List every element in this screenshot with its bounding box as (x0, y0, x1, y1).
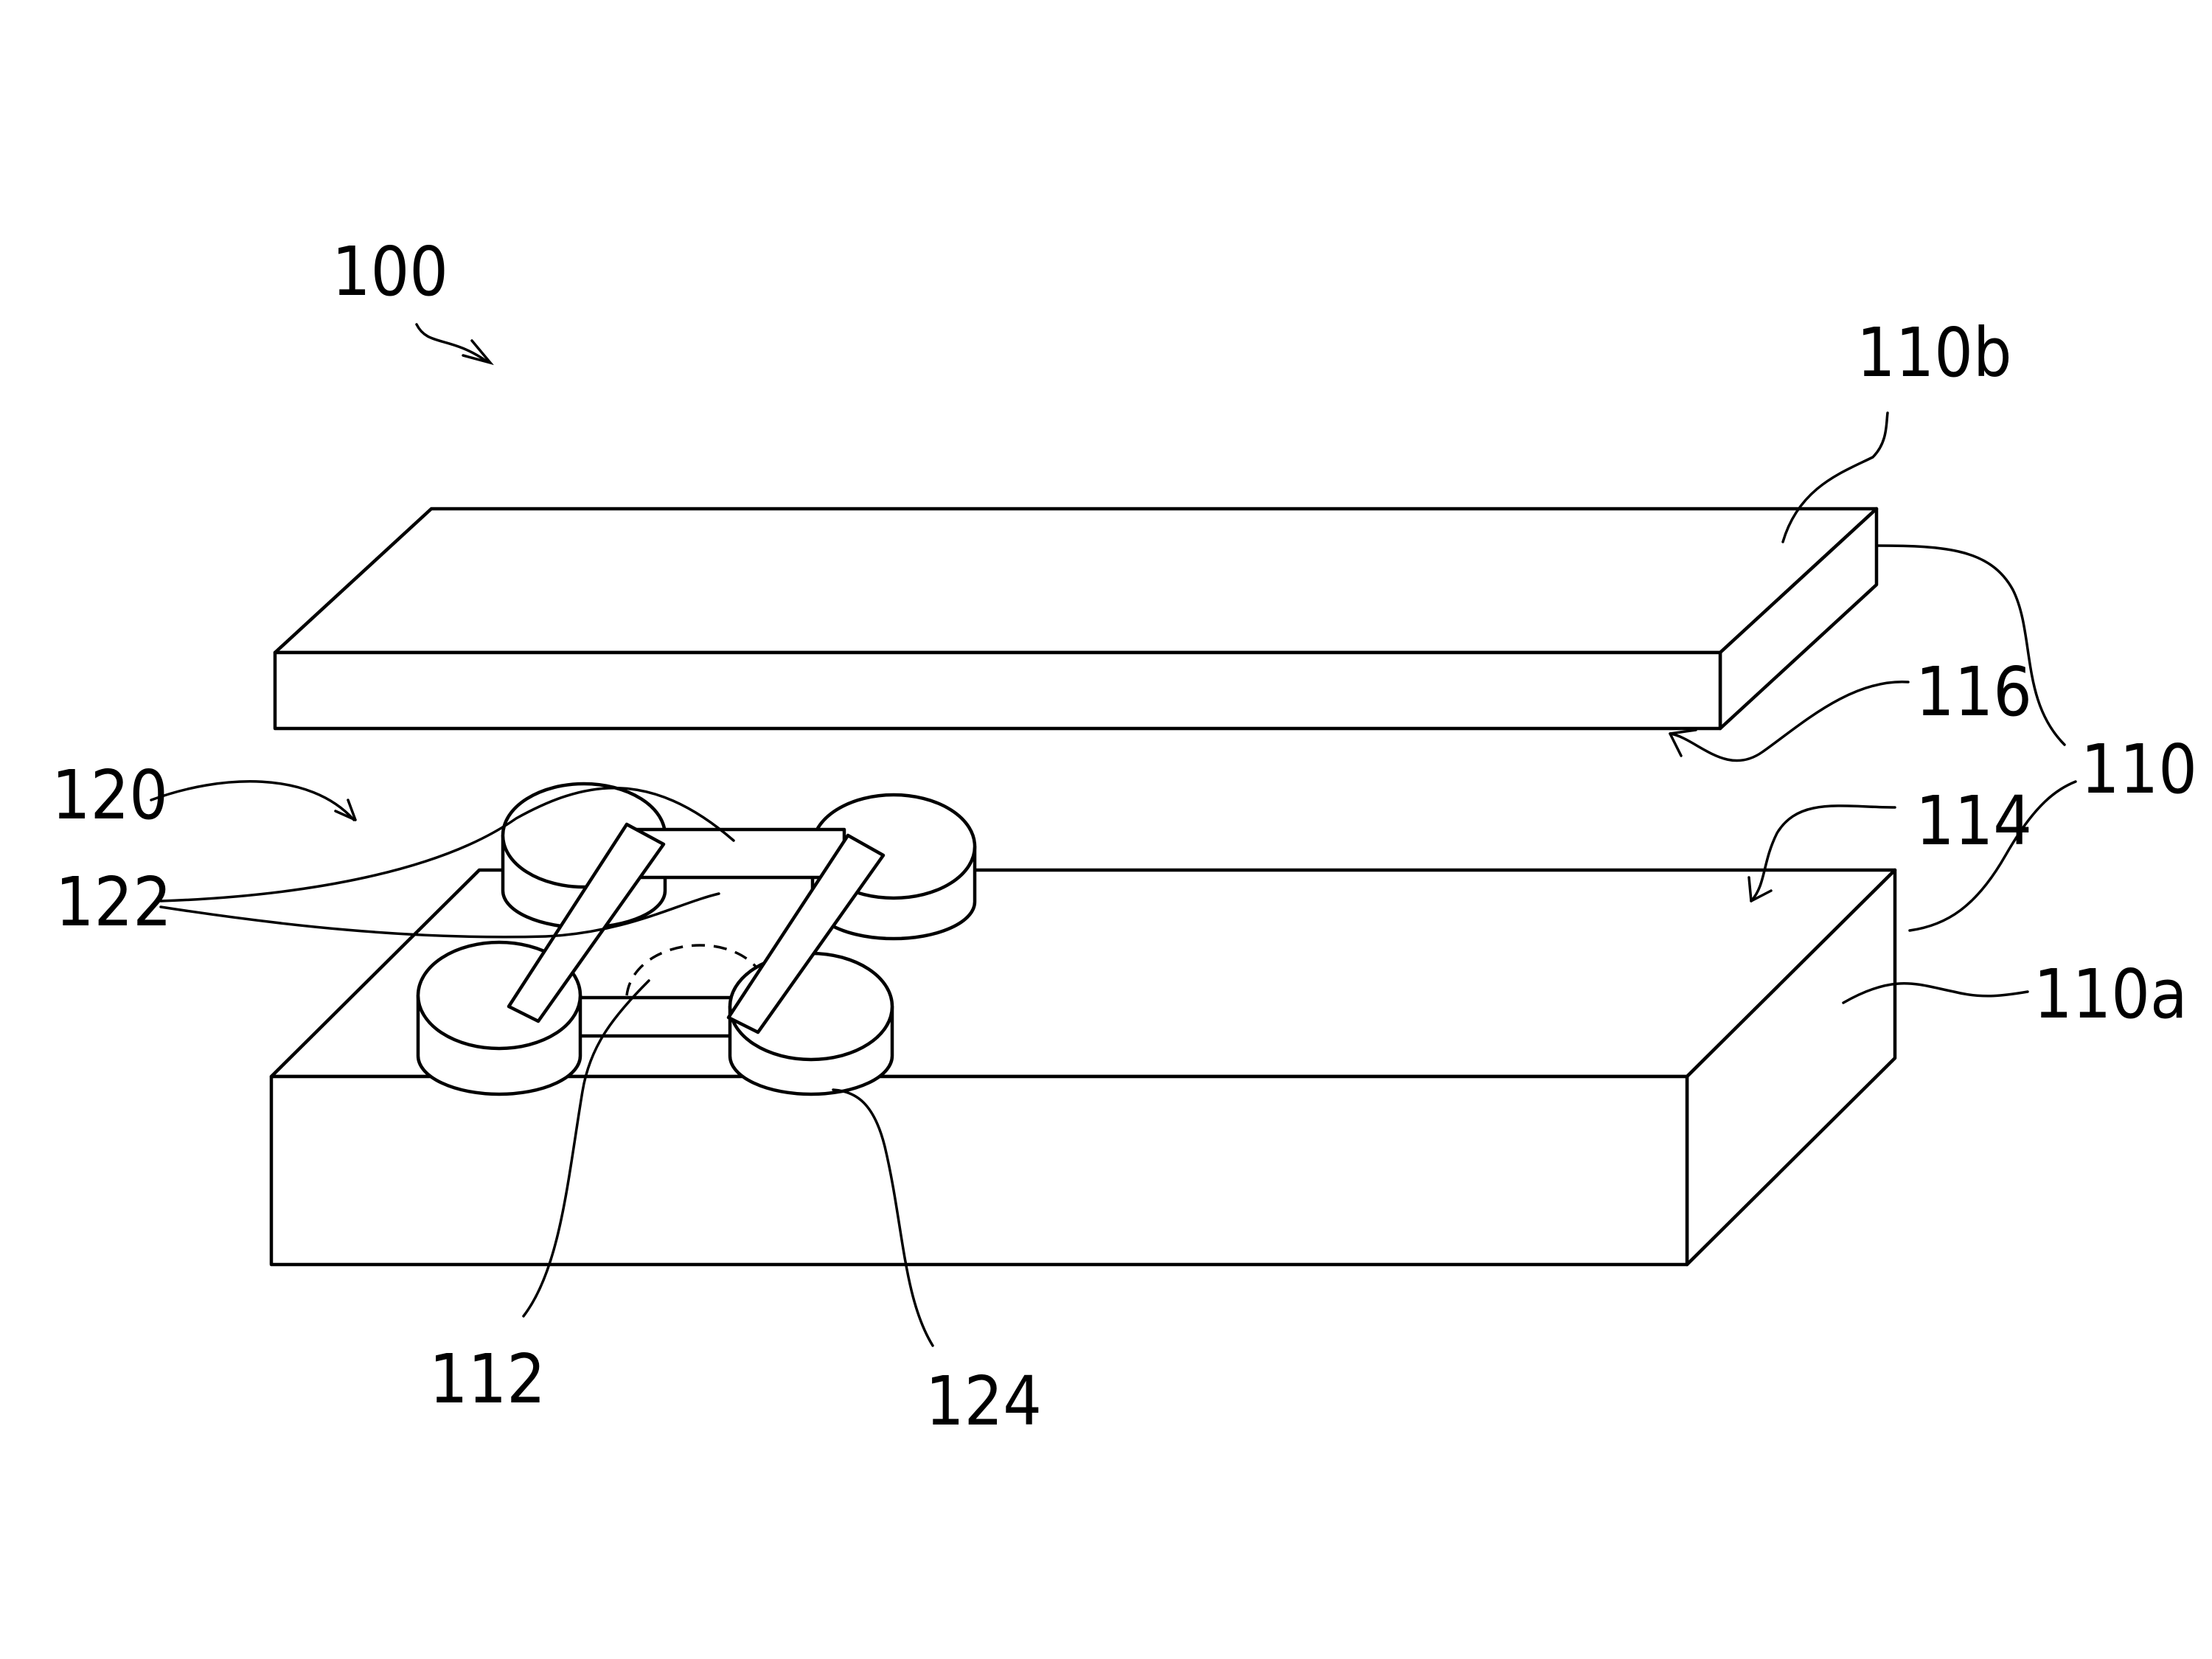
cover-plate-110b (273, 507, 1879, 731)
lead-strip-right (726, 833, 886, 1034)
label-124: 124 (925, 1362, 1042, 1441)
reference-labels: 100 110b 116 110 114 110a 120 122 112 12… (52, 232, 2197, 1441)
label-122: 122 (55, 863, 172, 942)
label-100: 100 (332, 232, 448, 311)
label-110: 110 (2081, 730, 2197, 809)
label-116: 116 (1916, 653, 2032, 731)
label-110a: 110a (2034, 955, 2188, 1034)
connector-assembly-120 (416, 782, 977, 1096)
label-112: 112 (429, 1340, 546, 1419)
label-110b: 110b (1857, 313, 2012, 392)
bump-124 (728, 951, 894, 1096)
label-114: 114 (1916, 782, 2032, 860)
label-120: 120 (52, 756, 168, 835)
leader-lines (150, 323, 2077, 1347)
lead-strip-left (507, 822, 666, 1023)
